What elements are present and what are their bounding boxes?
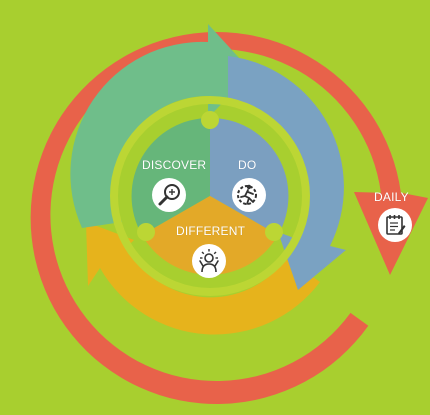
label-do: DO (238, 158, 257, 172)
label-discover: DISCOVER (142, 158, 207, 172)
hub-green (131, 117, 210, 235)
notepad-icon (378, 208, 412, 242)
hub-notch-right (265, 223, 283, 241)
lightbulb-person-icon (192, 244, 226, 278)
hub-blue (210, 117, 289, 235)
blue-arrow (228, 56, 346, 290)
magnifier-icon (152, 178, 186, 212)
hub-notch-top (201, 111, 219, 129)
hub-notch-left (137, 223, 155, 241)
label-different: DIFFERENT (176, 224, 246, 238)
hub-yellow (142, 196, 278, 275)
inner-gap-ring (110, 96, 310, 296)
runner-gear-icon (232, 178, 266, 212)
yellow-arrow (86, 222, 320, 335)
label-daily: DAILY (374, 190, 409, 204)
